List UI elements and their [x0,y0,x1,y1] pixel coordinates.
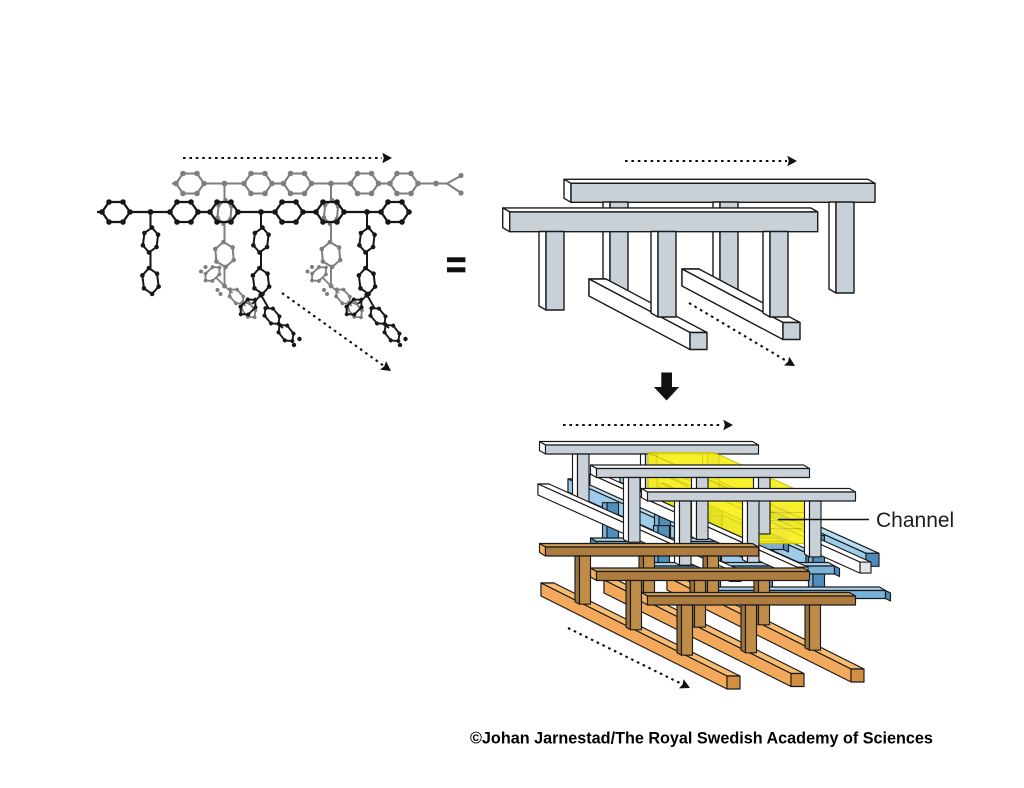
svg-text:©Johan Jarnestad/The Royal Swe: ©Johan Jarnestad/The Royal Swedish Acade… [470,730,933,748]
svg-text:Channel: Channel [876,509,954,532]
